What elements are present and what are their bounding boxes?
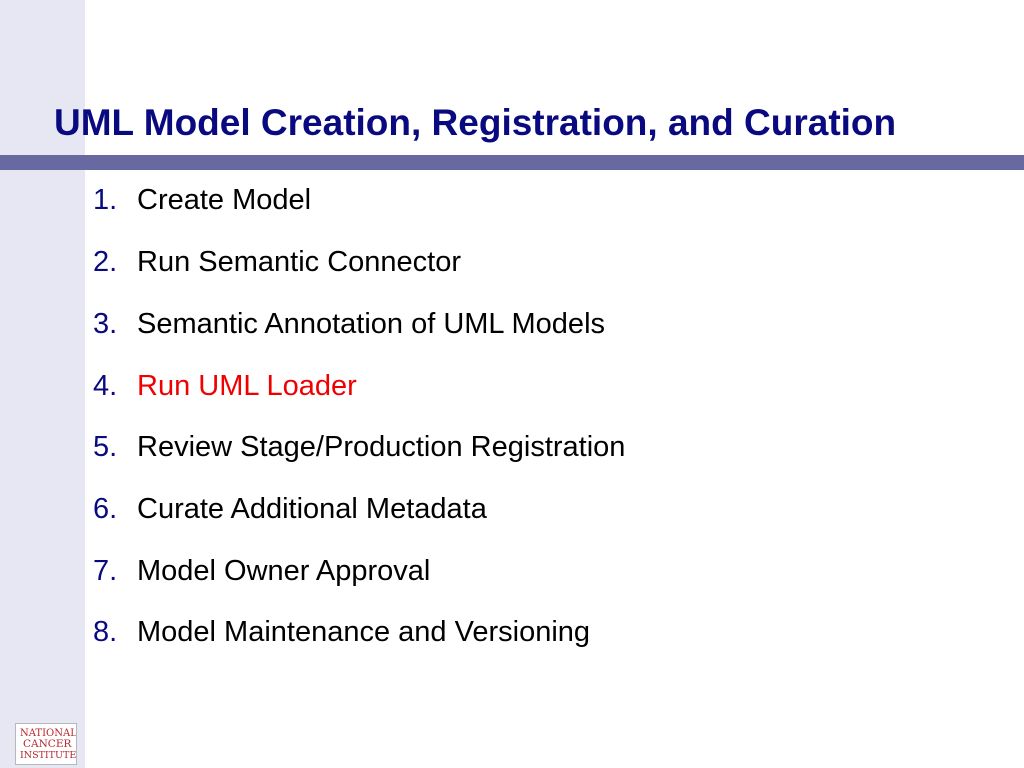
step-label: Review Stage/Production Registration [137,431,626,463]
step-label: Run UML Loader [137,370,357,402]
step-number: 5. [93,431,118,463]
step-label: Semantic Annotation of UML Models [137,308,606,340]
step-number: 3. [93,308,118,340]
step-label: Run Semantic Connector [137,246,461,278]
step-number: 4. [93,370,118,402]
slide-title: UML Model Creation, Registration, and Cu… [54,102,897,143]
step-number: 1. [93,184,118,216]
step-number: 2. [93,246,118,278]
list-item: 6. Curate Additional Metadata [0,489,900,529]
step-label: Model Owner Approval [137,555,431,587]
list-item: 4. Run UML Loader [0,366,900,406]
step-label: Model Maintenance and Versioning [137,616,591,648]
step-number: 7. [93,555,118,587]
step-number: 6. [93,493,118,525]
list-item: 1. Create Model [0,180,900,220]
step-label: Create Model [137,184,312,216]
list-item: 8. Model Maintenance and Versioning [0,612,900,652]
title-divider-bar [0,155,1024,170]
step-number: 8. [93,616,118,648]
list-item: 2. Run Semantic Connector [0,242,900,282]
nci-logo-icon: NATIONAL CANCER INSTITUTE [20,728,76,761]
logo-line: INSTITUTE [20,750,76,761]
national-cancer-institute-logo: NATIONAL CANCER INSTITUTE [15,723,77,765]
step-label: Curate Additional Metadata [137,493,487,525]
left-sidebar-panel [0,0,85,768]
list-item: 5. Review Stage/Production Registration [0,427,900,467]
logo-line: CANCER [23,738,73,750]
list-item: 7. Model Owner Approval [0,551,900,591]
list-item: 3. Semantic Annotation of UML Models [0,304,900,344]
logo-line: NATIONAL [20,728,76,739]
